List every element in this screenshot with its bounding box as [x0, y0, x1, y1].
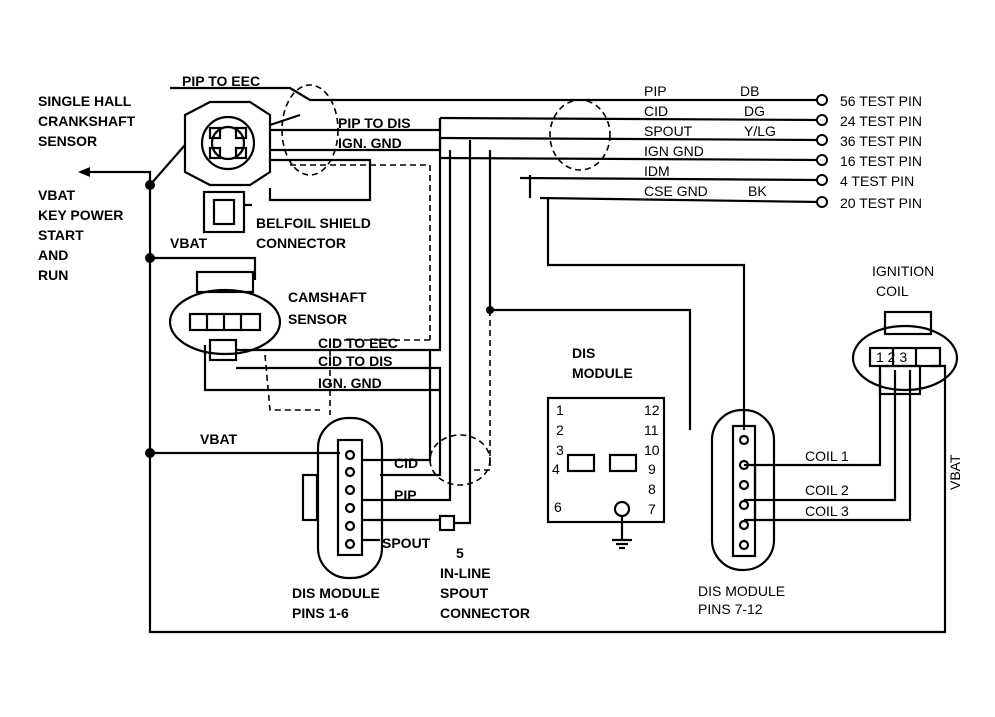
harness-color-0: DB — [740, 83, 759, 99]
label-dis-module-2: MODULE — [572, 365, 633, 381]
belfoil-shield-connector — [202, 190, 252, 234]
arrow-icon — [78, 167, 90, 177]
test-pin-terminal-4 — [816, 174, 828, 186]
harness-pin-5: 20 TEST PIN — [840, 195, 922, 211]
label-vbat-right: VBAT — [947, 454, 963, 490]
label-inline-2: SPOUT — [440, 585, 489, 601]
label-vbat-key-5: RUN — [38, 267, 68, 283]
label-vbat-left: VBAT — [170, 235, 208, 251]
label-single-hall-1: SINGLE HALL — [38, 93, 132, 109]
label-camshaft-2: SENSOR — [288, 311, 347, 327]
label-coil1: COIL 1 — [805, 448, 849, 464]
module-pin-1: 1 — [556, 402, 564, 418]
label-dis-pins712-2: PINS 7-12 — [698, 601, 763, 617]
module-pin-12: 12 — [644, 402, 660, 418]
label-vbat-key-2: KEY POWER — [38, 207, 123, 223]
label-vbat-key-1: VBAT — [38, 187, 76, 203]
module-pin-9: 9 — [648, 461, 656, 477]
harness-signal-1: CID — [644, 103, 668, 119]
label-pip-to-eec: PIP TO EEC — [182, 73, 260, 89]
harness-signal-3: IGN GND — [644, 143, 704, 159]
cam-wires — [203, 118, 442, 477]
module-pin-3: 3 — [556, 442, 564, 458]
test-pin-terminal-24 — [816, 114, 828, 126]
module-pin-6: 6 — [554, 499, 562, 515]
test-pin-terminal-16 — [816, 154, 828, 166]
label-cid-to-eec: CID TO EEC — [318, 335, 398, 351]
label-ign-gnd-mid: IGN. GND — [318, 375, 382, 391]
label-vbat-key-3: START — [38, 227, 84, 243]
label-ign-gnd-top: IGN. GND — [338, 135, 402, 151]
label-belfoil-1: BELFOIL SHIELD — [256, 215, 371, 231]
label-single-hall-2: CRANKSHAFT — [38, 113, 136, 129]
harness-color-5: BK — [748, 183, 767, 199]
label-coil2: COIL 2 — [805, 482, 849, 498]
camshaft-sensor — [168, 270, 282, 362]
test-pin-terminal-36 — [816, 134, 828, 146]
label-belfoil-2: CONNECTOR — [256, 235, 346, 251]
wire-spout — [439, 136, 821, 142]
module-pin-10: 10 — [644, 442, 660, 458]
harness-pin-0: 56 TEST PIN — [840, 93, 922, 109]
crankshaft-sensor — [183, 100, 301, 187]
harness-pin-3: 16 TEST PIN — [840, 153, 922, 169]
wire-pip — [170, 86, 820, 102]
label-inline-3: CONNECTOR — [440, 605, 530, 621]
label-coil3: COIL 3 — [805, 503, 849, 519]
ignition-coil — [851, 310, 959, 430]
module-pin-2: 2 — [556, 422, 564, 438]
label-spout-pin: 5 — [456, 545, 464, 561]
harness-pin-1: 24 TEST PIN — [840, 113, 922, 129]
label-cid: CID — [394, 455, 418, 471]
module-pin-7: 7 — [648, 501, 656, 517]
wire-cse-gnd — [539, 196, 821, 204]
inline-spout-connector-body — [438, 514, 456, 532]
label-dis-pins16-2: PINS 1-6 — [292, 605, 349, 621]
harness-signal-2: SPOUT — [644, 123, 693, 139]
label-dis-module-1: DIS — [572, 345, 595, 361]
label-ignition-1: IGNITION — [872, 263, 934, 279]
harness-pin-2: 36 TEST PIN — [840, 133, 922, 149]
module-pin-4: 4 — [552, 461, 560, 477]
label-ignition-2: COIL — [876, 283, 909, 299]
label-coil-pins: 1 2 3 — [876, 349, 907, 365]
label-pip-to-dis: PIP TO DIS — [338, 115, 411, 131]
coil-wires — [528, 175, 912, 522]
label-vbat-mid: VBAT — [200, 431, 238, 447]
test-pin-terminal-20 — [816, 196, 828, 208]
label-camshaft-1: CAMSHAFT — [288, 289, 367, 305]
label-cid-to-dis: CID TO DIS — [318, 353, 392, 369]
label-vbat-key-4: AND — [38, 247, 68, 263]
dis-module-pins-7-12 — [710, 408, 776, 572]
vbat-bus — [78, 167, 947, 634]
harness-wires — [170, 86, 828, 208]
dis-module-box — [546, 396, 666, 550]
harness-color-2: Y/LG — [744, 123, 776, 139]
harness-color-1: DG — [744, 103, 765, 119]
label-spout: SPOUT — [382, 535, 431, 551]
wire-idm — [519, 176, 821, 182]
module-pin-8: 8 — [648, 481, 656, 497]
dis-module-pins-1-6 — [301, 416, 384, 580]
label-inline-1: IN-LINE — [440, 565, 491, 581]
wire-cid — [439, 116, 821, 122]
label-dis-pins16-1: DIS MODULE — [292, 585, 380, 601]
dis16-wires — [362, 140, 692, 542]
module-pin-11: 11 — [644, 422, 659, 438]
wire-ign-gnd — [439, 156, 821, 162]
harness-signal-0: PIP — [644, 83, 667, 99]
test-pin-terminal-56 — [816, 94, 828, 106]
harness-labels: PIP DB 56 TEST PIN CID DG 24 TEST PIN SP… — [644, 83, 922, 211]
harness-pin-4: 4 TEST PIN — [840, 173, 914, 189]
label-single-hall-3: SENSOR — [38, 133, 97, 149]
harness-signal-5: CSE GND — [644, 183, 708, 199]
label-pip: PIP — [394, 487, 417, 503]
text-labels: PIP TO EEC SINGLE HALL CRANKSHAFT SENSOR… — [38, 73, 963, 621]
label-dis-pins712-1: DIS MODULE — [698, 583, 785, 599]
harness-signal-4: IDM — [644, 163, 670, 179]
